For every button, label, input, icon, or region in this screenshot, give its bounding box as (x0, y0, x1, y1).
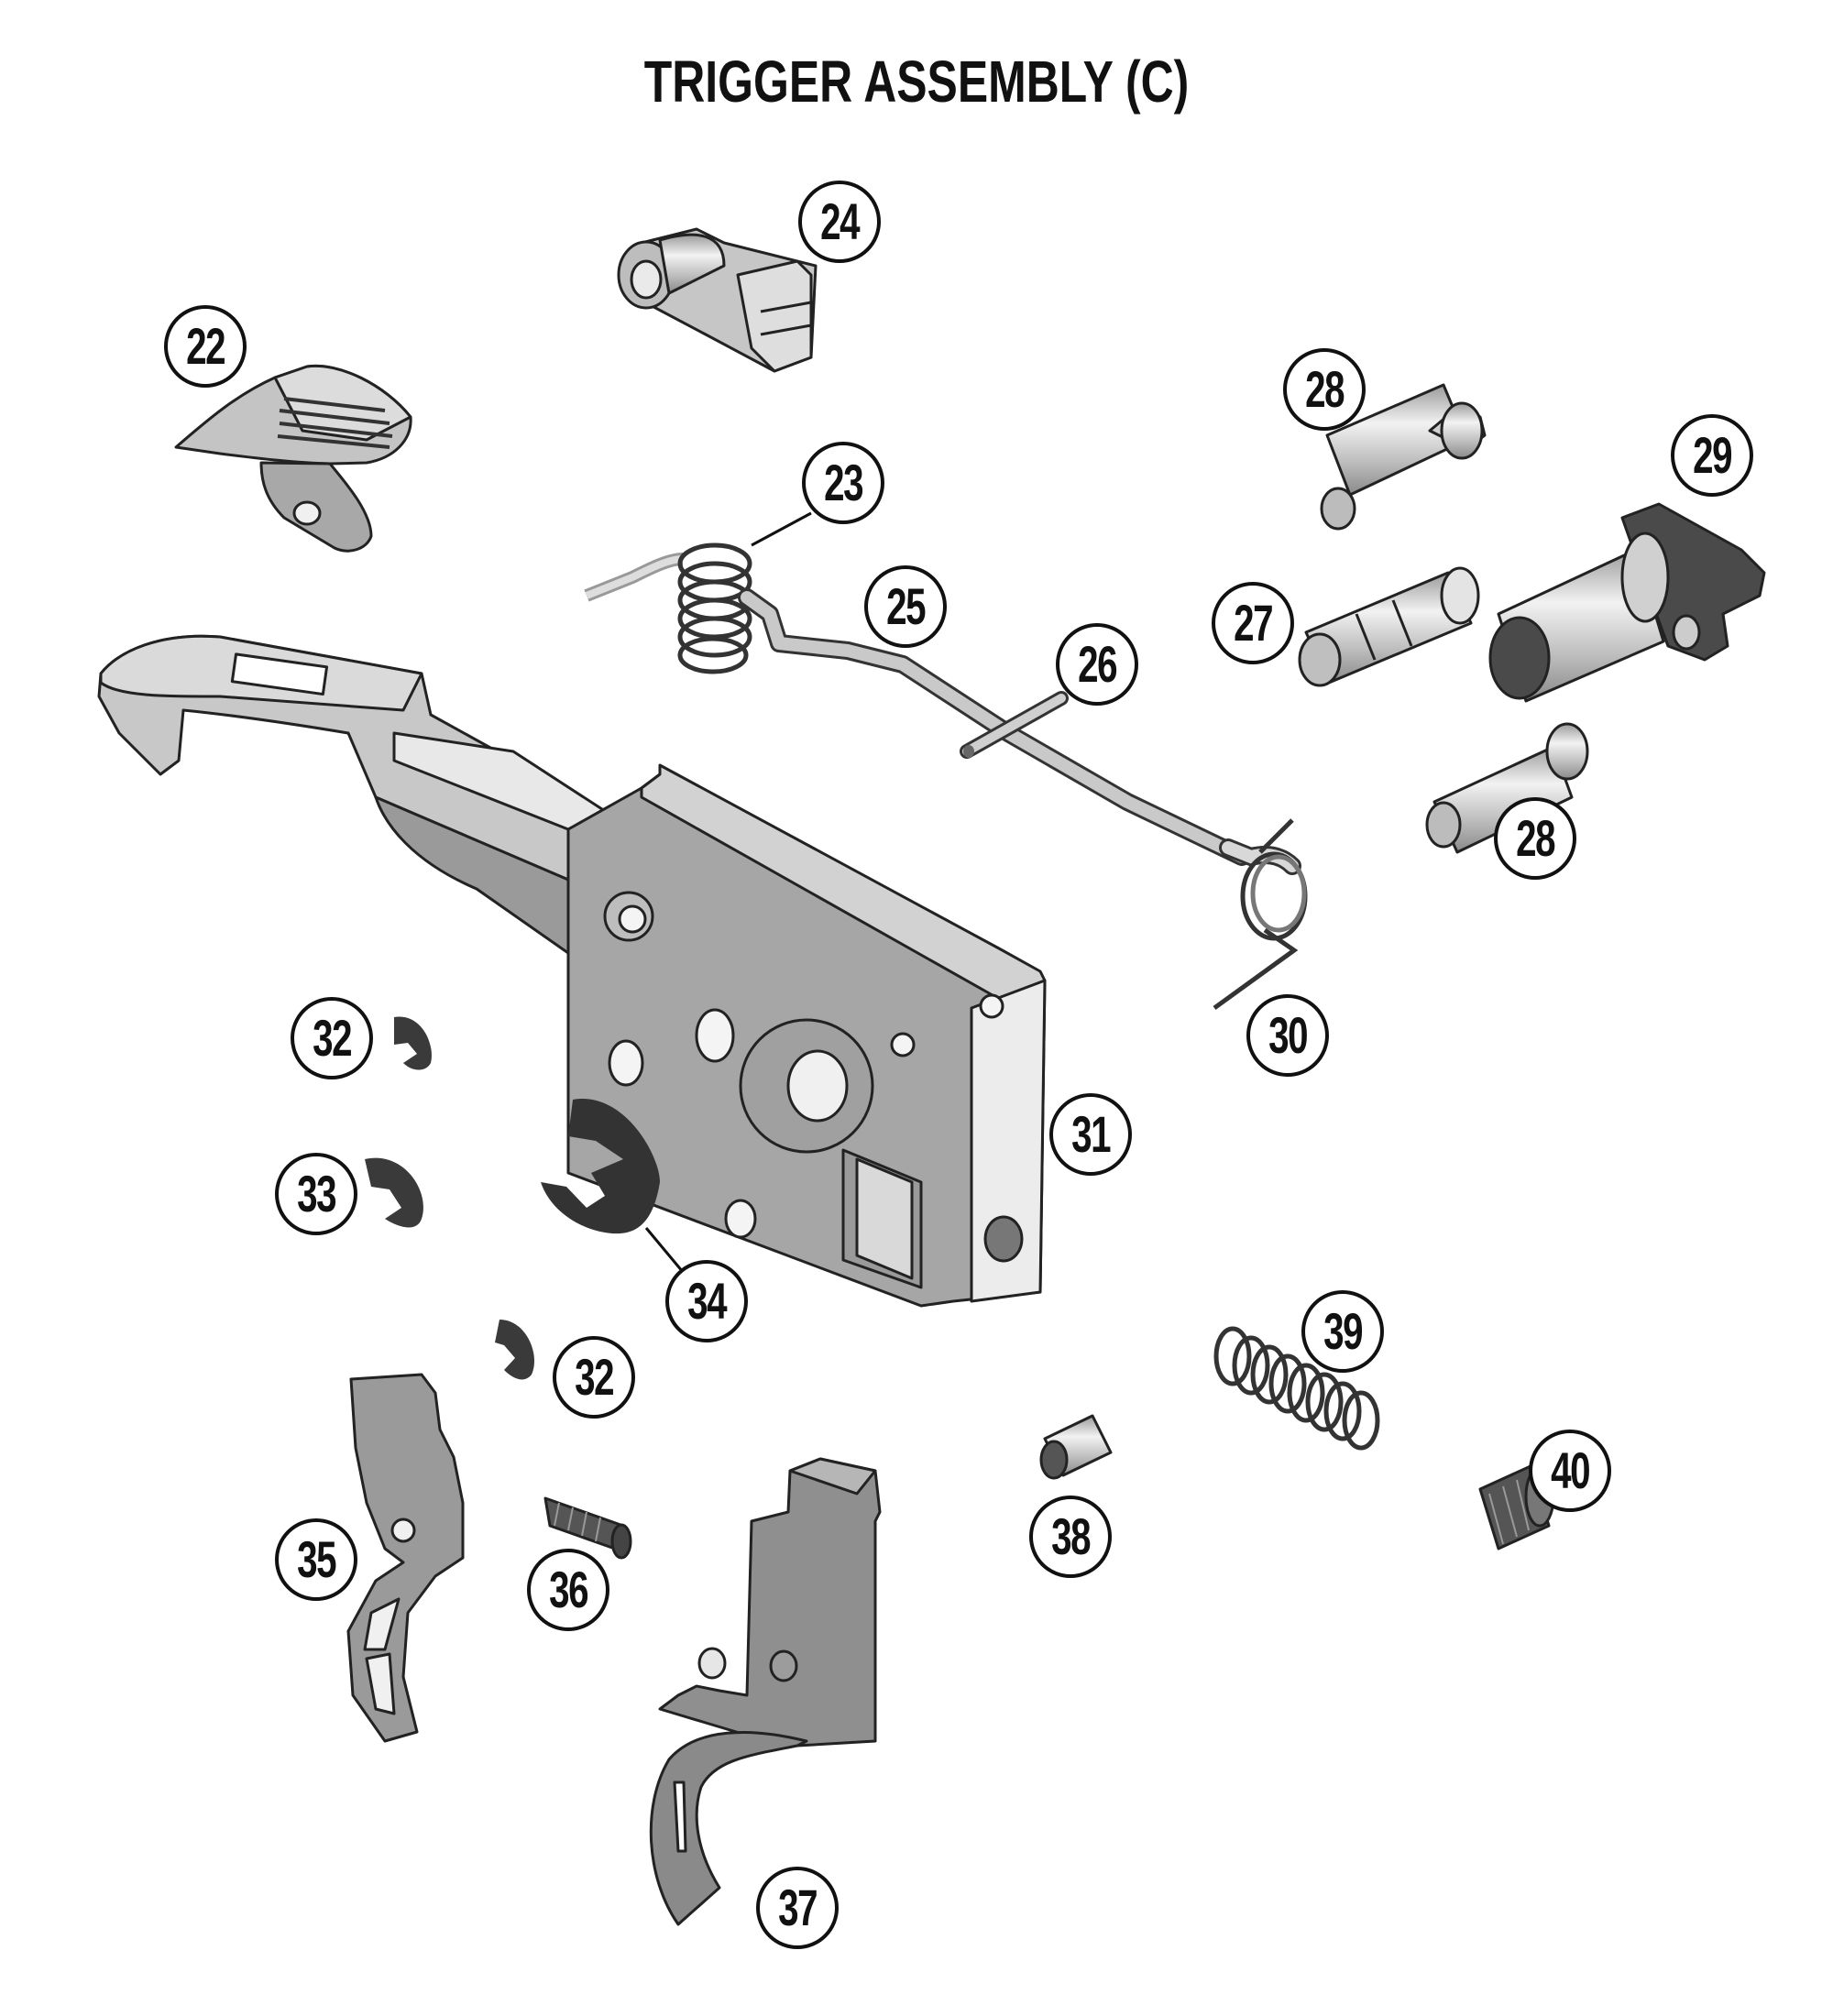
callout-28-lower: 28 (1494, 797, 1576, 880)
callout-37: 37 (756, 1867, 839, 1949)
callout-34: 34 (665, 1260, 748, 1342)
part-30-wire-spring (1213, 818, 1308, 1011)
part-35-sear (346, 1373, 465, 1743)
callout-24: 24 (798, 181, 881, 263)
callout-40: 40 (1529, 1430, 1611, 1512)
callout-32-upper: 32 (291, 997, 373, 1079)
callout-30: 30 (1246, 994, 1329, 1077)
callout-25: 25 (864, 565, 947, 648)
part-25-connector-rod (738, 588, 1301, 875)
part-28-shoulder-pin-lower (1425, 722, 1589, 854)
part-27-grooved-pin (1298, 566, 1480, 687)
callout-36: 36 (527, 1549, 609, 1631)
part-22-safety-lever (174, 364, 412, 553)
part-33-e-clip-medium (365, 1157, 423, 1228)
part-32-e-clip-upper (394, 1016, 432, 1070)
callout-29: 29 (1671, 414, 1753, 497)
part-38-dowel-pin (1039, 1414, 1113, 1480)
callout-27: 27 (1212, 582, 1294, 664)
diagram-title: TRIGGER ASSEMBLY (C) (643, 49, 1190, 115)
leader-line-23 (751, 511, 812, 547)
part-24-detent-block (617, 227, 818, 373)
callout-23: 23 (802, 442, 884, 524)
callout-22: 22 (164, 305, 247, 388)
part-26-roll-pin (960, 691, 1069, 759)
leader-line-34 (644, 1227, 685, 1273)
callout-39: 39 (1301, 1290, 1384, 1373)
part-32-e-clip-lower (495, 1320, 535, 1380)
callout-35: 35 (275, 1518, 357, 1601)
callout-28-upper: 28 (1283, 348, 1366, 431)
callout-38: 38 (1029, 1496, 1112, 1578)
part-39-compression-spring (1213, 1326, 1380, 1451)
part-23-torsion-spring (584, 511, 812, 674)
callout-32-lower: 32 (553, 1336, 635, 1419)
callout-26: 26 (1056, 623, 1138, 706)
part-29-pivot-bushing (1488, 502, 1766, 703)
callout-33: 33 (275, 1153, 357, 1235)
part-36-small-set-screw (543, 1496, 632, 1560)
callout-31: 31 (1049, 1093, 1132, 1176)
part-34-e-clip-large (541, 1099, 685, 1273)
part-31-trigger-housing (97, 634, 1047, 1308)
part-28-shoulder-pin-upper (1320, 383, 1487, 531)
part-37-trigger (649, 1457, 882, 1926)
